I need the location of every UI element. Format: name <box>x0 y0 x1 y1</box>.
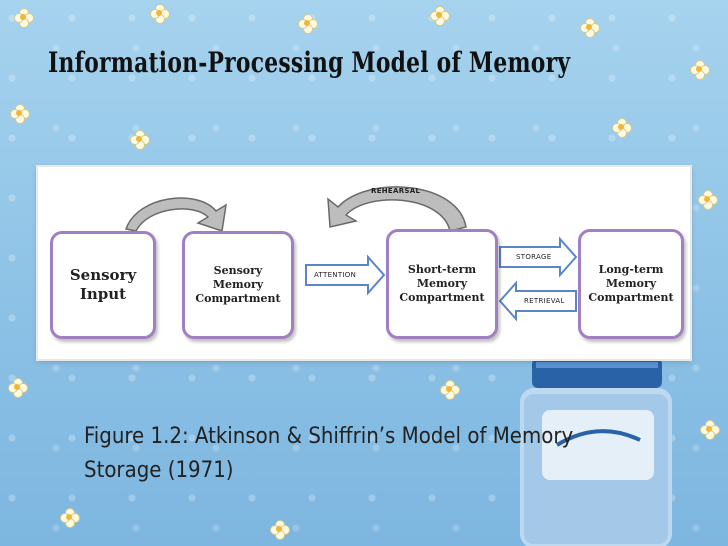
jar-illustration <box>520 358 672 546</box>
retrieval-arrow <box>498 280 577 322</box>
flower-icon <box>698 190 718 210</box>
sensory-input-box: Sensory Input <box>50 231 156 339</box>
flower-icon <box>130 130 150 150</box>
flower-icon <box>150 4 170 24</box>
flower-icon <box>270 520 290 540</box>
short-term-memory-box: Short-term Memory Compartment <box>386 229 498 339</box>
flower-icon <box>430 6 450 26</box>
storage-label: STORAGE <box>516 253 552 261</box>
sensory-memory-label: Sensory Memory Compartment <box>195 264 281 305</box>
flower-icon <box>60 508 80 528</box>
rehearsal-loop-arrow <box>327 186 467 232</box>
curved-arrow-sensory <box>125 197 227 232</box>
attention-arrow <box>305 254 386 296</box>
rehearsal-label: REHEARSAL <box>371 187 421 195</box>
figure-caption: Figure 1.2: Atkinson & Shiffrin’s Model … <box>84 424 574 483</box>
sensory-memory-box: Sensory Memory Compartment <box>182 231 294 339</box>
storage-arrow <box>499 236 578 278</box>
flower-icon <box>8 378 28 398</box>
flower-icon <box>298 14 318 34</box>
flower-icon <box>580 18 600 38</box>
flower-icon <box>700 420 720 440</box>
flower-icon <box>14 8 34 28</box>
flower-icon <box>690 60 710 80</box>
retrieval-label: RETRIEVAL <box>524 297 565 305</box>
memory-model-diagram: Sensory Input Sensory Memory Compartment… <box>38 167 690 359</box>
attention-label: ATTENTION <box>314 271 357 279</box>
long-term-memory-box: Long-term Memory Compartment <box>578 229 684 339</box>
flower-icon <box>612 118 632 138</box>
diagram-arrows <box>125 186 578 322</box>
flower-icon <box>10 104 30 124</box>
slide-title: Information-Processing Model of Memory <box>48 46 571 79</box>
flower-icon <box>440 380 460 400</box>
long-term-memory-label: Long-term Memory Compartment <box>588 263 674 304</box>
short-term-memory-label: Short-term Memory Compartment <box>399 263 485 304</box>
sensory-input-label: Sensory Input <box>69 266 137 303</box>
